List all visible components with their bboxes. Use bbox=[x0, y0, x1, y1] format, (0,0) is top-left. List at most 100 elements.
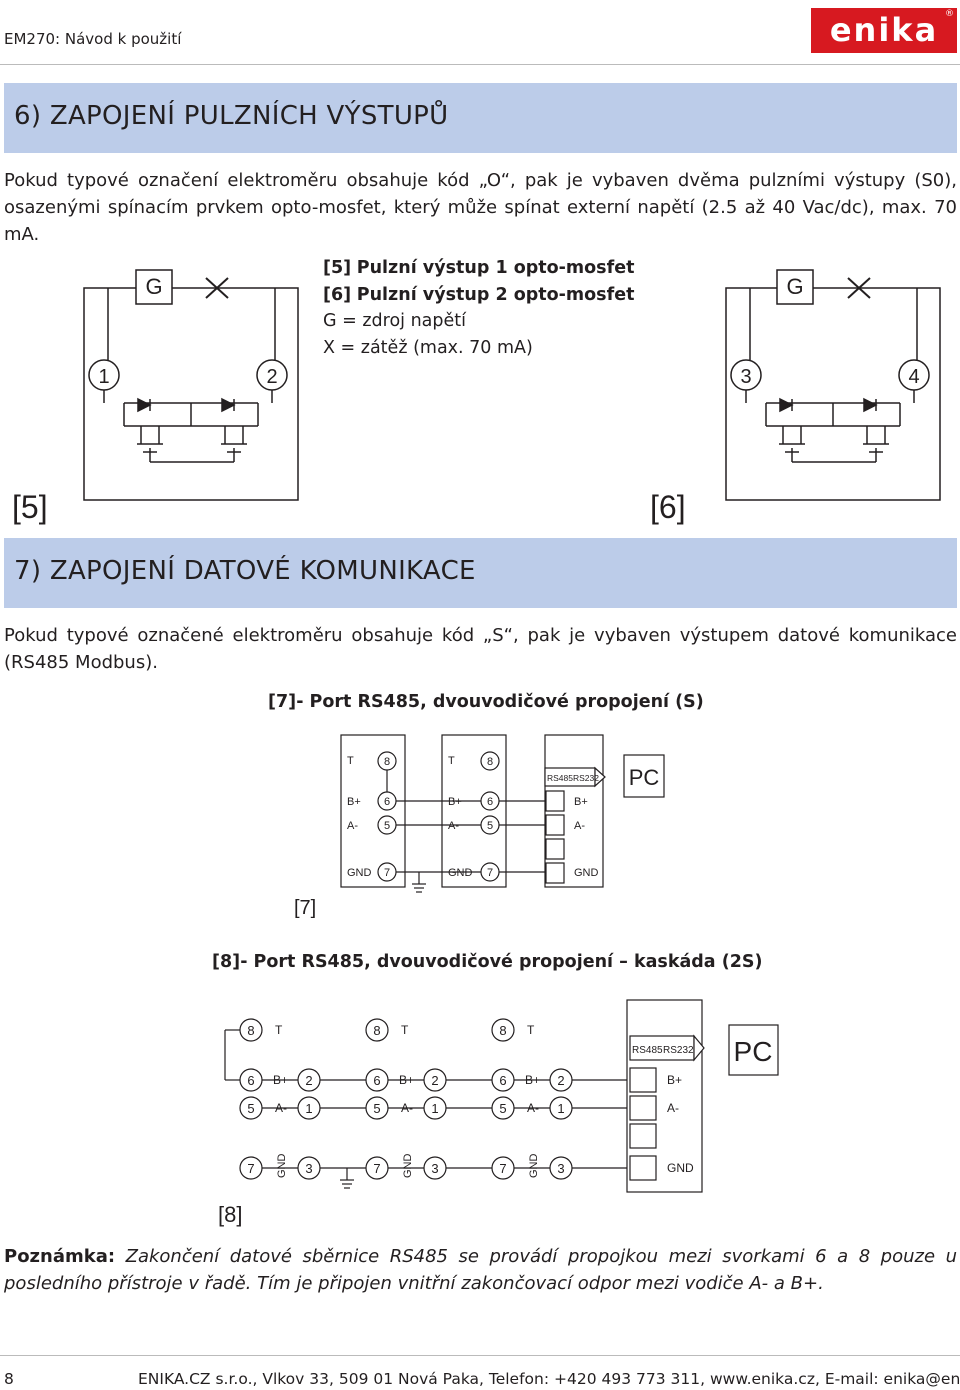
fig8-d1-bplus: B+ bbox=[273, 1073, 288, 1087]
fig8-d2-bplus: B+ bbox=[399, 1073, 414, 1087]
fig7-dev1-t: T bbox=[347, 755, 354, 767]
fig8-d1-n3: 3 bbox=[305, 1161, 312, 1176]
fig6-label: [6] bbox=[650, 489, 686, 525]
fig7-dev1-gnd: GND bbox=[347, 867, 372, 879]
legend5-text: Pulzní výstup 1 opto-mosfet bbox=[356, 258, 635, 278]
fig7-dev2-bplus: B+ bbox=[448, 796, 462, 808]
fig8-caption: [8]- Port RS485, dvouvodičové propojení … bbox=[212, 952, 763, 972]
note-line2: posledního přístroje v řadě. Tím je přip… bbox=[4, 1273, 824, 1294]
fig7-n8-b: 8 bbox=[487, 756, 493, 768]
fig8-d1-n6: 6 bbox=[247, 1073, 254, 1088]
fig7-rs485-label: RS485 bbox=[547, 773, 573, 783]
fig6-pulse-output-diagram bbox=[725, 269, 941, 501]
fig5-source-label: G bbox=[145, 274, 162, 299]
fig7-pc-bplus: B+ bbox=[574, 796, 588, 808]
fig7-label: [7] bbox=[294, 897, 316, 919]
fig8-d3-aminus: A- bbox=[527, 1101, 539, 1115]
fig8-pc-aminus: A- bbox=[667, 1101, 679, 1115]
footer-contact: ENIKA.CZ s.r.o., Vlkov 33, 509 01 Nová P… bbox=[138, 1370, 960, 1388]
fig8-pc-bplus: B+ bbox=[667, 1073, 682, 1087]
fig8-d1-n8: 8 bbox=[247, 1023, 254, 1038]
fig8-pc-gnd: GND bbox=[667, 1161, 694, 1175]
fig8-d2-aminus: A- bbox=[401, 1101, 413, 1115]
pulse-legend: [5] Pulzní výstup 1 opto-mosfet [6] Pulz… bbox=[323, 255, 634, 361]
fig8-d3-n6: 6 bbox=[499, 1073, 506, 1088]
legend-x: X = zátěž (max. 70 mA) bbox=[323, 337, 533, 358]
note-block: Poznámka: Zakončení datové sběrnice RS48… bbox=[4, 1243, 957, 1297]
fig8-d1-t: T bbox=[275, 1023, 283, 1037]
legend6-text: Pulzní výstup 2 opto-mosfet bbox=[356, 284, 635, 305]
fig7-n5-a: 5 bbox=[384, 820, 390, 832]
enika-logo: enika ® bbox=[811, 8, 957, 53]
registered-mark: ® bbox=[945, 9, 954, 19]
fig7-rs232-label: RS232 bbox=[573, 773, 599, 783]
fig7-n7-a: 7 bbox=[384, 867, 390, 879]
fig7-dev2-aminus: A- bbox=[448, 820, 459, 832]
fig8-d2-n3: 3 bbox=[431, 1161, 438, 1176]
section7-line2: (RS485 Modbus). bbox=[4, 652, 158, 673]
fig8-d1-aminus: A- bbox=[275, 1101, 287, 1115]
fig8-d1-n1: 1 bbox=[305, 1101, 312, 1116]
fig8-d3-n7: 7 bbox=[499, 1161, 506, 1176]
fig8-rs232-label: RS232 bbox=[663, 1045, 694, 1056]
fig8-d2-n6: 6 bbox=[373, 1073, 380, 1088]
fig7-dev2-t: T bbox=[448, 755, 455, 767]
fig8-d2-n2: 2 bbox=[431, 1073, 438, 1088]
fig8-d1-n2: 2 bbox=[305, 1073, 312, 1088]
fig8-pc-label: PC bbox=[734, 1036, 773, 1067]
fig7-n8-a: 8 bbox=[384, 756, 390, 768]
fig7-dev2-gnd: GND bbox=[448, 867, 473, 879]
fig8-d3-n3: 3 bbox=[557, 1161, 564, 1176]
fig5-terminal-2: 2 bbox=[266, 366, 277, 388]
section6-paragraph: Pokud typové označení elektroměru obsahu… bbox=[4, 167, 957, 248]
fig7-pc-label: PC bbox=[629, 765, 660, 790]
fig8-d2-n1: 1 bbox=[431, 1101, 438, 1116]
fig6-source-label: G bbox=[786, 274, 803, 299]
fig8-d3-n8: 8 bbox=[499, 1023, 506, 1038]
section7-heading: 7) ZAPOJENÍ DATOVÉ KOMUNIKACE bbox=[14, 556, 476, 586]
section6-heading: 6) ZAPOJENÍ PULZNÍCH VÝSTUPŮ bbox=[14, 101, 449, 131]
section6-heading-band: 6) ZAPOJENÍ PULZNÍCH VÝSTUPŮ bbox=[4, 83, 957, 153]
footer-divider bbox=[0, 1355, 960, 1356]
section6-line2: osazenými spínacím prvkem opto-mosfet, k… bbox=[4, 197, 957, 245]
fig7-pc-aminus: A- bbox=[574, 820, 585, 832]
legend5-tag: [5] bbox=[323, 258, 352, 278]
page-number: 8 bbox=[4, 1370, 14, 1388]
logo-text: enika bbox=[829, 11, 939, 49]
header-divider bbox=[0, 64, 960, 65]
section7-paragraph: Pokud typové označené elektroměru obsahu… bbox=[4, 622, 957, 676]
fig8-rs485-cascade-diagram bbox=[224, 999, 779, 1193]
fig7-dev1-aminus: A- bbox=[347, 820, 358, 832]
fig6-terminal-3: 3 bbox=[740, 366, 751, 388]
fig8-d3-n2: 2 bbox=[557, 1073, 564, 1088]
fig8-d1-gnd: GND bbox=[276, 1154, 288, 1179]
fig8-rs485-label: RS485 bbox=[632, 1045, 663, 1056]
fig7-n6-a: 6 bbox=[384, 796, 390, 808]
section6-line1: Pokud typové označení elektroměru obsahu… bbox=[4, 170, 957, 191]
legend6-tag: [6] bbox=[323, 284, 352, 305]
fig5-terminal-1: 1 bbox=[98, 366, 109, 388]
fig7-dev1-bplus: B+ bbox=[347, 796, 361, 808]
document-title: EM270: Návod k použití bbox=[4, 30, 182, 48]
fig7-rs485-diagram bbox=[340, 734, 665, 893]
fig8-d2-t: T bbox=[401, 1023, 409, 1037]
legend-g: G = zdroj napětí bbox=[323, 311, 466, 331]
fig7-n5-b: 5 bbox=[487, 820, 493, 832]
fig7-caption: [7]- Port RS485, dvouvodičové propojení … bbox=[268, 692, 704, 712]
fig8-d3-bplus: B+ bbox=[525, 1073, 540, 1087]
section7-line1: Pokud typové označené elektroměru obsahu… bbox=[4, 625, 957, 646]
fig8-label: [8] bbox=[218, 1202, 242, 1227]
note-label: Poznámka: bbox=[4, 1246, 116, 1267]
fig8-d3-t: T bbox=[527, 1023, 535, 1037]
fig8-d3-gnd: GND bbox=[528, 1154, 540, 1179]
fig7-n6-b: 6 bbox=[487, 796, 493, 808]
note-line1: Zakončení datové sběrnice RS485 se prová… bbox=[125, 1246, 957, 1267]
fig7-pc-gnd: GND bbox=[574, 867, 599, 879]
fig6-terminal-4: 4 bbox=[908, 366, 919, 388]
fig8-d2-gnd: GND bbox=[402, 1154, 414, 1179]
fig8-d2-n8: 8 bbox=[373, 1023, 380, 1038]
fig8-d1-n5: 5 bbox=[247, 1101, 254, 1116]
section7-heading-band: 7) ZAPOJENÍ DATOVÉ KOMUNIKACE bbox=[4, 538, 957, 608]
fig8-d3-n5: 5 bbox=[499, 1101, 506, 1116]
